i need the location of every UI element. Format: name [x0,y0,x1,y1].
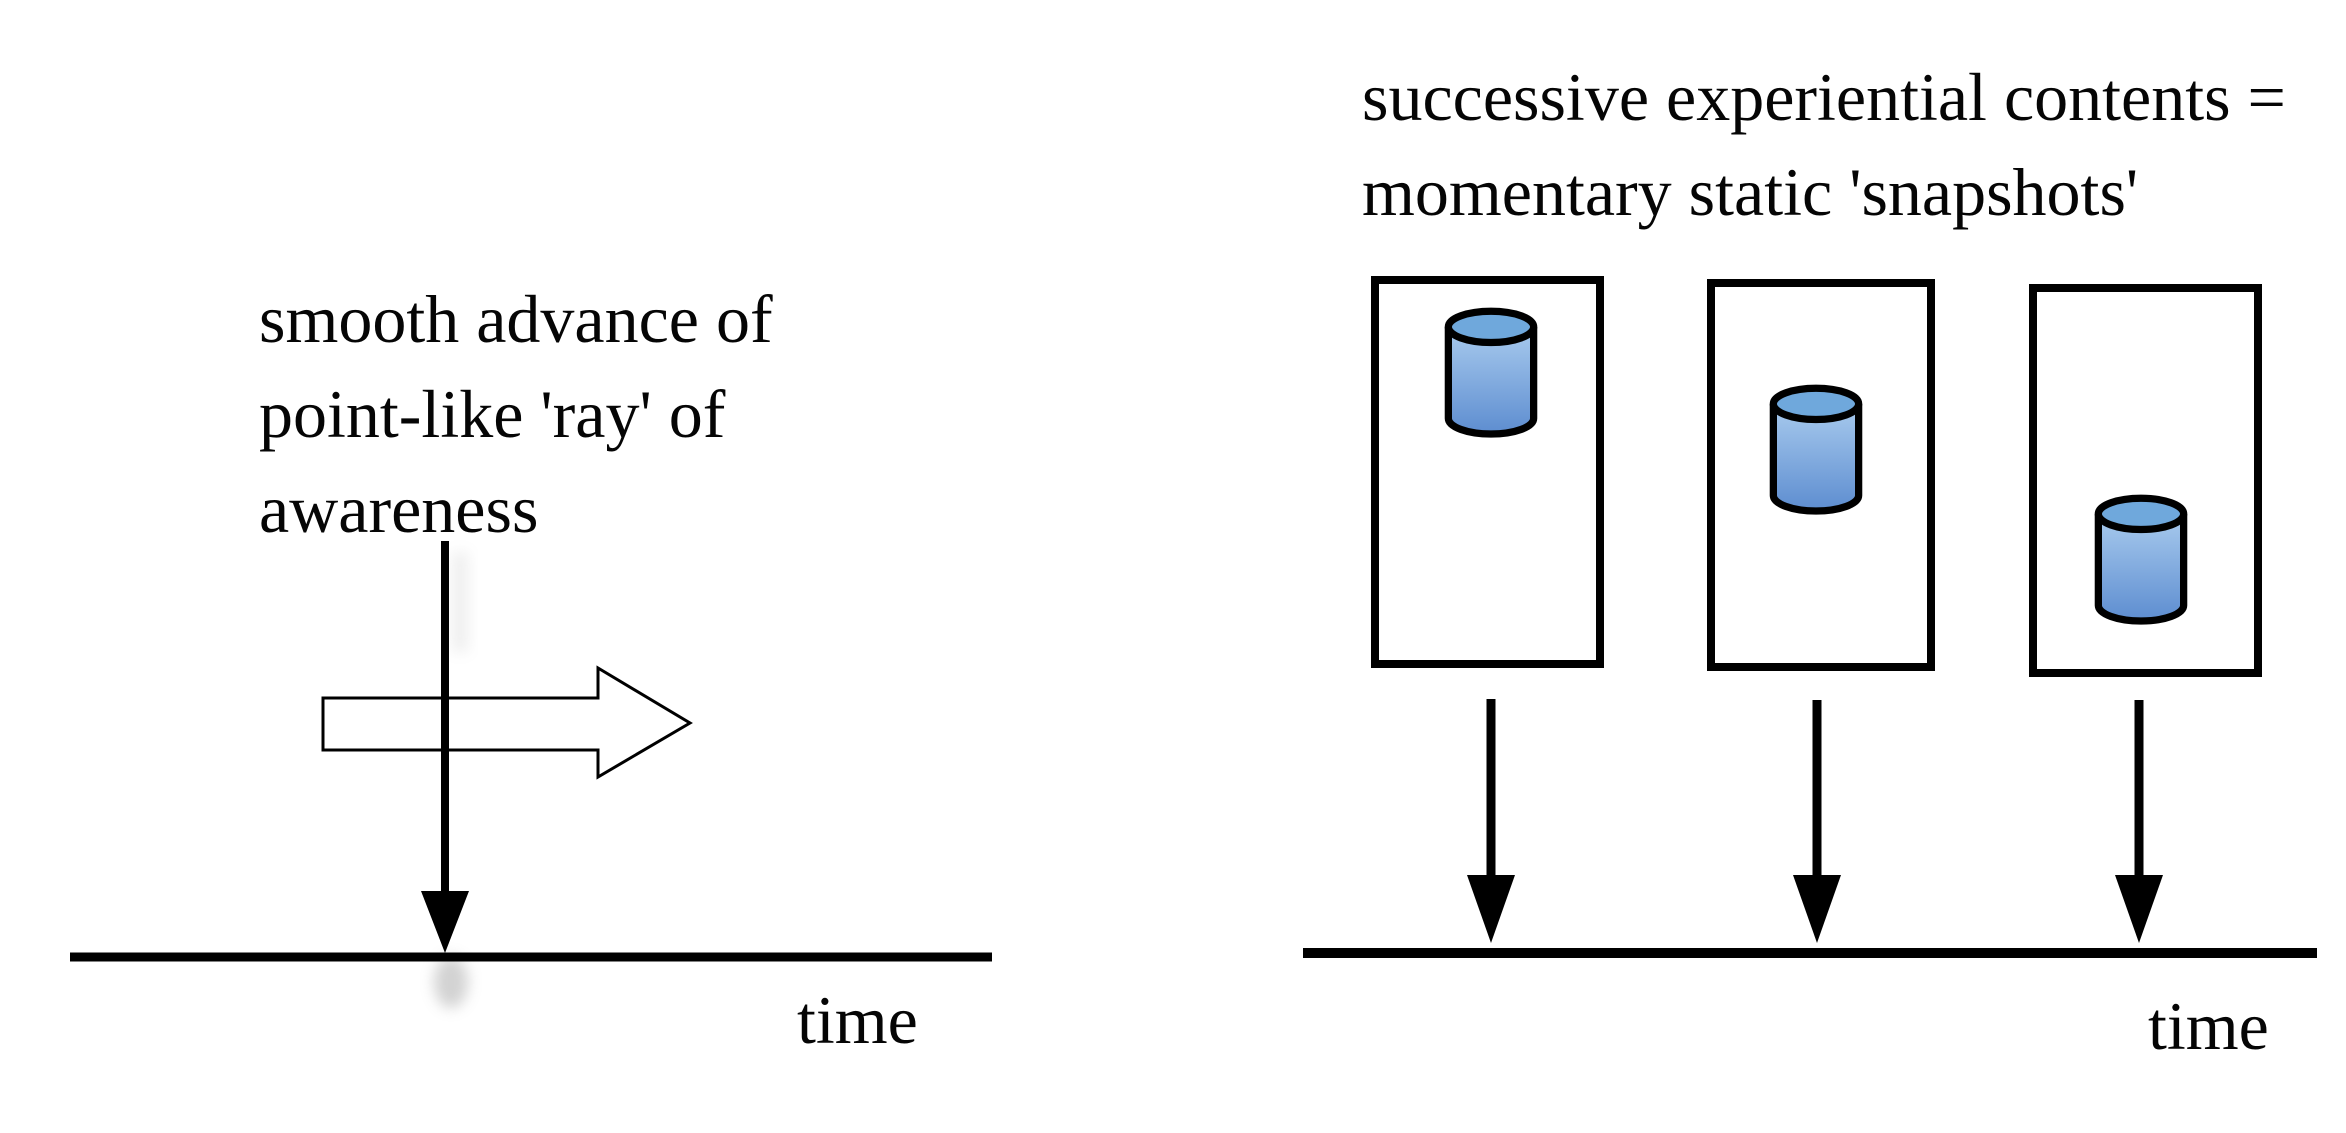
snapshot-arrow-1 [1467,699,1515,943]
right-time-axis-label: time [2148,988,2269,1064]
ray-arrow-head [421,891,469,953]
arrowhead-shadow [434,956,468,1008]
scan-artifact-smudge [452,552,468,652]
ray-arrow [421,541,469,953]
content-cylinder-2 [1773,388,1858,511]
snapshot-arrow-2 [1793,700,1841,943]
left-caption: smooth advance of point-like 'ray' of aw… [259,281,773,547]
right-title: successive experiential contents = momen… [1362,59,2286,230]
content-cylinder-3 [2098,498,2183,621]
advance-right-arrow [321,665,693,780]
snapshot-arrow-1-head [1467,875,1515,943]
left-time-axis-label: time [797,982,918,1058]
snapshot-arrow-2-head [1793,875,1841,943]
snapshot-frame-1 [1371,276,1604,668]
content-cylinder-1 [1448,311,1533,434]
snapshot-arrow-3 [2115,700,2163,943]
snapshot-arrow-3-head [2115,875,2163,943]
